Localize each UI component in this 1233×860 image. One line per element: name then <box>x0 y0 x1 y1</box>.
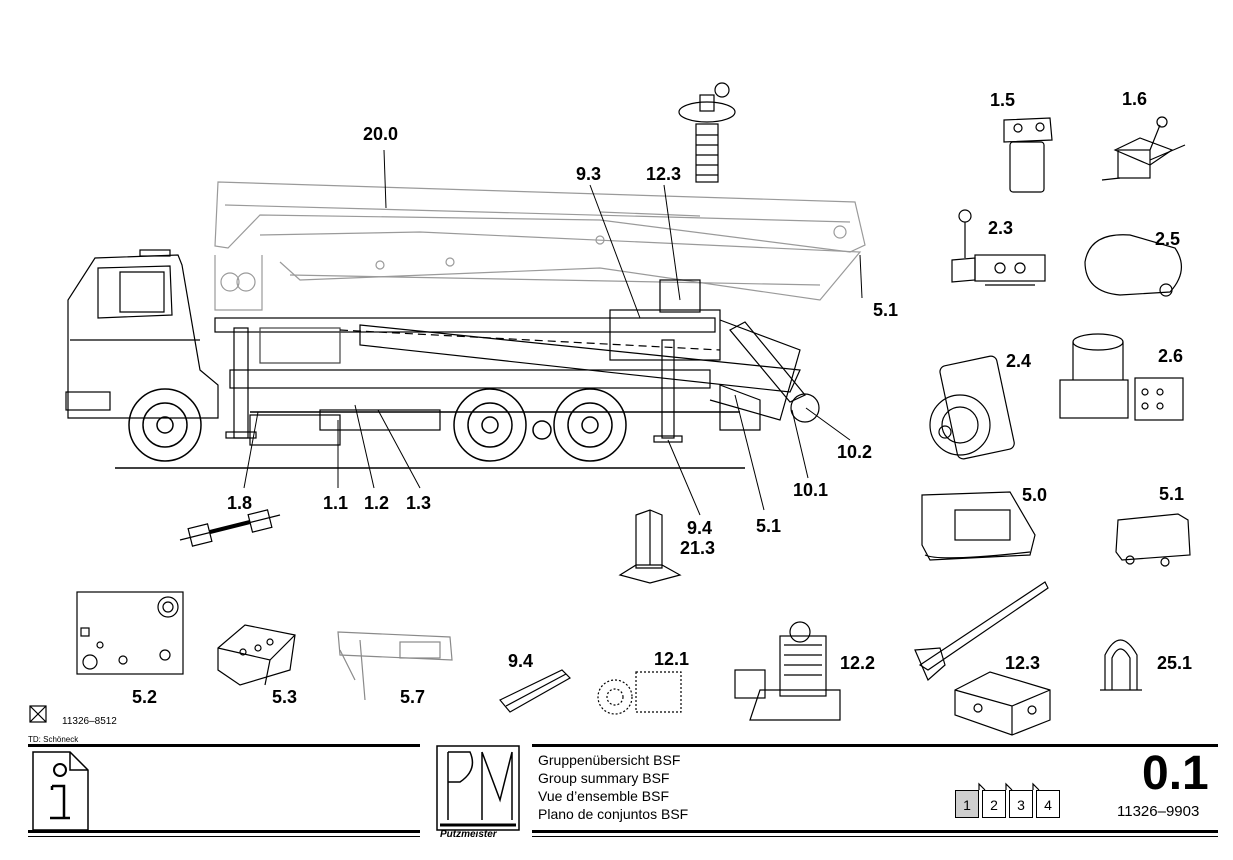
outriggers <box>225 327 683 443</box>
spray-gun-12-3 <box>914 581 1049 681</box>
callout-5-0: 5.0 <box>1022 485 1048 505</box>
truck-wheels <box>128 388 627 462</box>
page-tab-corners <box>978 782 1040 791</box>
page-1[interactable]: 1 <box>955 790 979 818</box>
td-author: TD: Schöneck <box>28 735 79 744</box>
callout-12-2: 12.2 <box>840 653 876 673</box>
callout-1-5: 1.5 <box>990 90 1016 110</box>
callout-10-1: 10.1 <box>793 480 829 500</box>
info-icon <box>32 751 89 831</box>
title-en: Group summary BSF <box>538 770 670 786</box>
cooler-fan-2-4 <box>929 355 1015 460</box>
callout-9-4-main: 9.4 <box>687 518 713 538</box>
assembly-5-7 <box>337 631 453 701</box>
junction-box-5-3 <box>217 624 296 686</box>
title-es: Plano de conjuntos BSF <box>538 806 689 822</box>
callout-1-8: 1.8 <box>227 493 253 513</box>
callout-12-3-pump: 12.3 <box>1005 653 1041 673</box>
callout-1-2: 1.2 <box>364 493 390 513</box>
page-4[interactable]: 4 <box>1036 790 1060 818</box>
hydraulic-tank-2-6 <box>1059 333 1184 421</box>
rotary-part-12-3 <box>678 82 736 183</box>
bar-9-4 <box>499 669 571 713</box>
pump-block-12-3 <box>954 671 1051 736</box>
footer-rule-left-thin <box>28 836 420 837</box>
callout-5-7: 5.7 <box>400 687 426 707</box>
control-box-5-2 <box>76 591 184 675</box>
callout-1-6: 1.6 <box>1122 89 1148 109</box>
callout-5-1-boom: 5.1 <box>873 300 899 320</box>
footer-rule-right-bottom <box>532 830 1218 833</box>
control-valve-2-3 <box>951 209 1046 286</box>
callout-10-2: 10.2 <box>837 442 873 462</box>
truck-cab <box>65 249 219 419</box>
page-3[interactable]: 3 <box>1009 790 1033 818</box>
document-number: 11326–9903 <box>1117 803 1200 820</box>
reference-number: 11326–8512 <box>62 716 117 727</box>
callout-2-6: 2.6 <box>1158 346 1184 366</box>
u-bolt-25-1 <box>1100 639 1142 691</box>
title-fr: Vue d’ensemble BSF <box>538 788 669 804</box>
checkbox-icon <box>29 705 47 723</box>
callout-9-4-bar: 9.4 <box>508 651 534 671</box>
callout-2-5: 2.5 <box>1155 229 1181 249</box>
callout-5-2: 5.2 <box>132 687 158 707</box>
valve-block-5-0 <box>921 491 1036 561</box>
title-de: Gruppenübersicht BSF <box>538 752 681 768</box>
accumulator-2-5 <box>1084 234 1182 297</box>
boom-20-0 <box>214 181 866 311</box>
callout-5-1-hopper: 5.1 <box>756 516 782 536</box>
truck-chassis <box>214 279 801 446</box>
compressor-12-2 <box>734 621 841 721</box>
concrete-pump-hopper <box>719 321 820 431</box>
callout-9-3: 9.3 <box>576 164 602 184</box>
footer-rule-left-bottom <box>28 830 420 833</box>
sponge-balls-12-1 <box>597 671 682 715</box>
filter-1-5 <box>1003 117 1053 193</box>
callout-21-3: 21.3 <box>680 538 716 558</box>
callout-20-0: 20.0 <box>363 124 399 144</box>
callout-2-4: 2.4 <box>1006 351 1032 371</box>
callout-2-3: 2.3 <box>988 218 1014 238</box>
page-2[interactable]: 2 <box>982 790 1006 818</box>
footer-rule-left-top <box>28 744 420 747</box>
callout-1-3: 1.3 <box>406 493 432 513</box>
leader-lines <box>243 149 863 516</box>
section-number: 0.1 <box>1142 747 1209 800</box>
callout-1-1: 1.1 <box>323 493 349 513</box>
outrigger-foot-21-3 <box>618 509 682 584</box>
box-5-1 <box>1115 513 1191 567</box>
callout-12-1: 12.1 <box>654 649 690 669</box>
putzmeister-logo <box>436 745 520 831</box>
callout-25-1: 25.1 <box>1157 653 1193 673</box>
callout-12-3-top: 12.3 <box>646 164 682 184</box>
valve-lever-1-6 <box>1101 116 1186 181</box>
logo-wordmark: Putzmeister <box>440 829 497 840</box>
cardan-shaft-1-8 <box>179 509 281 547</box>
callout-5-1-box: 5.1 <box>1159 484 1185 504</box>
footer-rule-right-top <box>532 744 1218 747</box>
callout-5-3: 5.3 <box>272 687 298 707</box>
footer-rule-right-thin <box>532 836 1218 837</box>
